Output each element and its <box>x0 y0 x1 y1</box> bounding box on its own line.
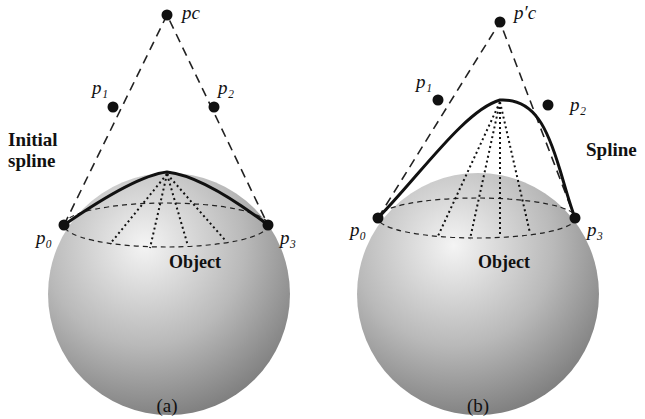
point-label: p′c <box>514 3 536 24</box>
point-label: pc <box>182 3 200 24</box>
point-label: p₁ <box>92 78 108 99</box>
sphere-shape <box>47 172 291 416</box>
panel-label: (b) <box>467 396 489 417</box>
object-label: Object <box>169 252 221 273</box>
point-label: p₁ <box>416 72 432 93</box>
point-label: p₀ <box>36 228 52 249</box>
point-label: p₃ <box>587 220 603 241</box>
point-label: p₀ <box>350 220 366 241</box>
point-label: p₂ <box>570 95 586 116</box>
object-label: Object <box>478 252 530 273</box>
sphere-object: Object <box>47 172 291 416</box>
panel-label: (a) <box>156 396 177 417</box>
point-label: p₃ <box>280 228 296 249</box>
point-label: p₂ <box>218 78 234 99</box>
spline-label: Spline <box>586 140 637 161</box>
spline-label: Initial spline <box>8 130 78 172</box>
